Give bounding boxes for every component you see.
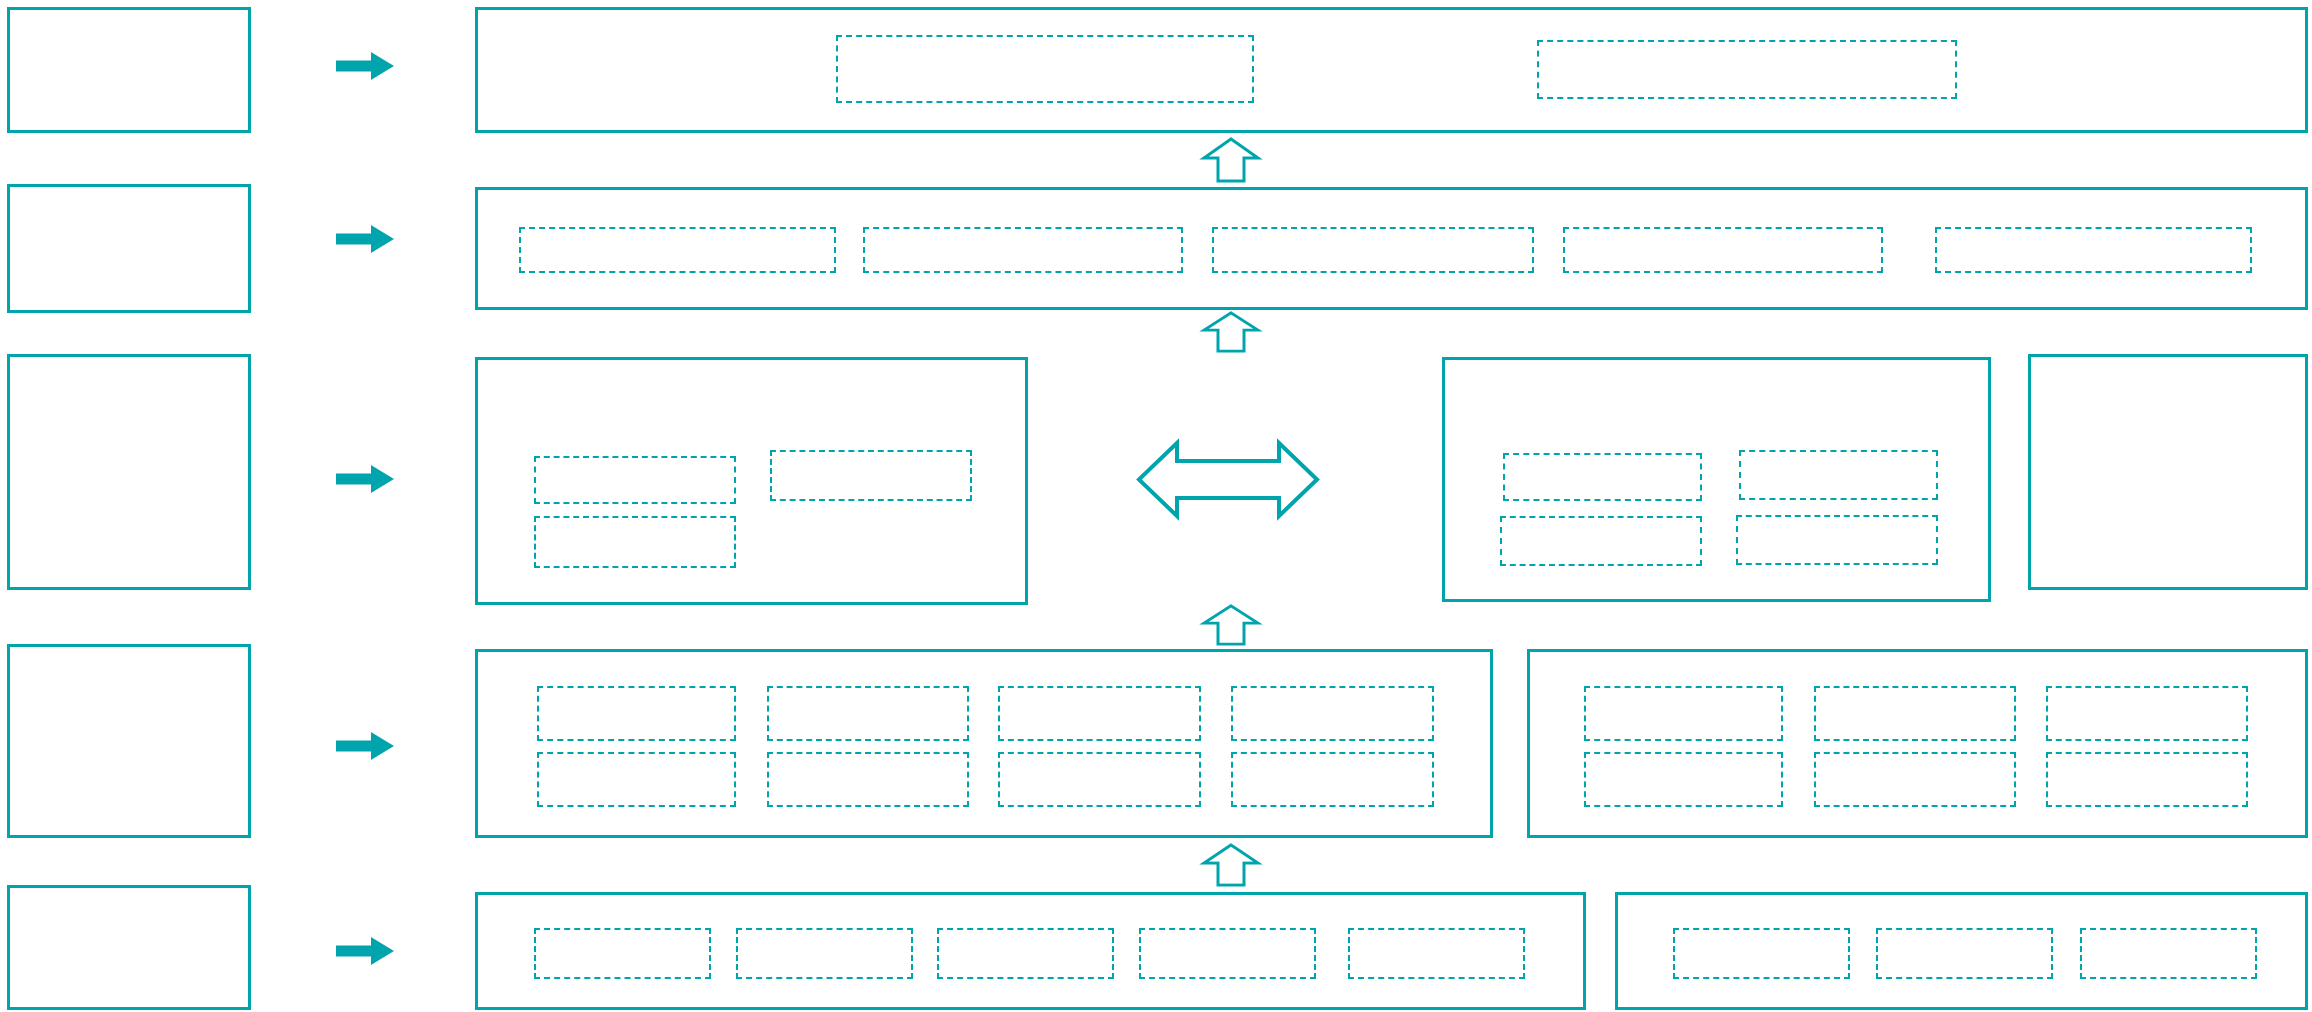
layer-4-left-slot-1 — [537, 686, 736, 741]
arrow-right-icon — [336, 731, 395, 761]
layer-5-left-slot-5 — [1348, 928, 1525, 979]
layer-5-left-slot-3 — [937, 928, 1114, 979]
arrow-right-icon — [336, 224, 395, 254]
layer-5-right-slot-2 — [1876, 928, 2053, 979]
arrow-right-icon — [336, 51, 395, 81]
layer-3-right-slot-4 — [1736, 515, 1938, 565]
layer-4-left-slot-2 — [767, 686, 969, 741]
layer-3-container-left — [475, 357, 1028, 605]
layer-5-container-right — [1615, 892, 2308, 1010]
layer-5-right-slot-1 — [1673, 928, 1850, 979]
layer-3-left-slot-1 — [534, 456, 736, 504]
arrow-up-icon — [1194, 311, 1268, 353]
layer-4-left-slot-6 — [767, 752, 969, 807]
layer-4-left-slot-4 — [1231, 686, 1434, 741]
layer-4-left-slot-5 — [537, 752, 736, 807]
layer-5-label-box — [7, 885, 251, 1010]
layer-1-label-box — [7, 7, 251, 133]
layer-4-right-slot-1 — [1584, 686, 1783, 741]
layer-5-container-left — [475, 892, 1586, 1010]
layer-4-right-slot-2 — [1814, 686, 2016, 741]
layer-4-label-box — [7, 644, 251, 838]
layer-4-left-slot-8 — [1231, 752, 1434, 807]
layer-3-label-box — [7, 354, 251, 590]
layer-3-container-right — [1442, 357, 1991, 602]
layer-2-slot-2 — [863, 227, 1183, 273]
layer-3-right-slot-3 — [1500, 516, 1702, 566]
layer-4-container-left — [475, 649, 1493, 838]
layer-2-slot-3 — [1212, 227, 1534, 273]
layer-4-right-slot-3 — [2046, 686, 2248, 741]
arrow-up-icon — [1194, 137, 1268, 183]
layer-3-left-slot-2 — [770, 450, 972, 501]
arrow-right-icon — [336, 936, 395, 966]
layer-4-right-slot-4 — [1584, 752, 1783, 807]
layer-1-slot-2 — [1537, 40, 1957, 99]
layer-4-left-slot-7 — [998, 752, 1201, 807]
arrow-left-right-icon — [1136, 432, 1320, 527]
layer-1-container — [475, 7, 2308, 133]
layer-3-left-slot-3 — [534, 516, 736, 568]
layer-1-slot-1 — [836, 35, 1254, 103]
arrow-up-icon — [1194, 604, 1268, 646]
layer-5-right-slot-3 — [2080, 928, 2257, 979]
layer-2-slot-4 — [1563, 227, 1883, 273]
layer-2-container — [475, 187, 2308, 310]
layer-2-slot-1 — [519, 227, 836, 273]
layer-4-right-slot-5 — [1814, 752, 2016, 807]
arrow-right-icon — [336, 464, 395, 494]
layer-3-side-box — [2028, 354, 2308, 590]
layer-4-container-right — [1527, 649, 2308, 838]
layer-4-right-slot-6 — [2046, 752, 2248, 807]
arrow-up-icon — [1194, 843, 1268, 887]
layer-4-left-slot-3 — [998, 686, 1201, 741]
layer-5-left-slot-2 — [736, 928, 913, 979]
layer-3-right-slot-2 — [1739, 450, 1938, 500]
layer-2-label-box — [7, 184, 251, 313]
layer-3-right-slot-1 — [1503, 453, 1702, 501]
layer-2-slot-5 — [1935, 227, 2252, 273]
layer-5-left-slot-1 — [534, 928, 711, 979]
layer-5-left-slot-4 — [1139, 928, 1316, 979]
